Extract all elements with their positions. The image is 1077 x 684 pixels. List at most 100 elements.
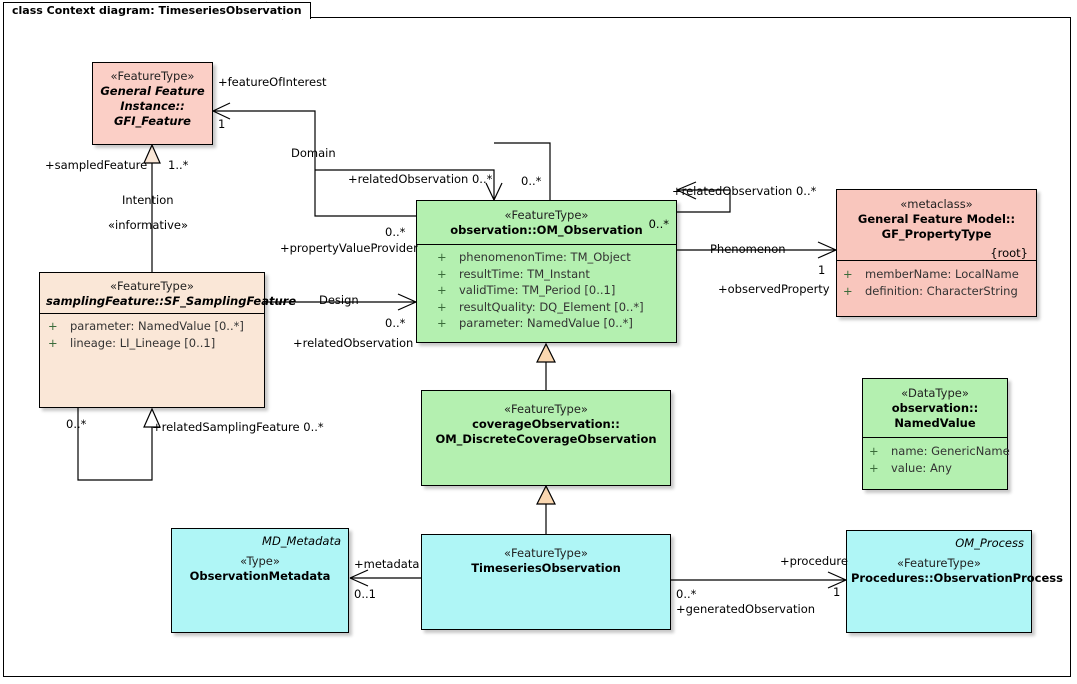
visibility-marker: + [437,316,447,330]
class-name-line-2: GF_PropertyType [881,227,992,241]
attribute-row: + name: GenericName [869,443,1010,460]
class-name: TimeseriesObservation [471,561,621,575]
class-stereotype: «FeatureType» [110,279,194,293]
class-stereotype: «FeatureType» [897,556,981,570]
class-stereotype: «FeatureType» [110,69,195,83]
class-stereotype: «metaclass» [900,197,973,211]
attribute-row: + resultQuality: DQ_Element [0..*] [437,299,674,316]
visibility-marker: + [437,266,447,281]
visibility-marker: + [437,250,447,264]
class-name-line-2: NamedValue [894,416,976,430]
class-attributes: + parameter: NamedValue [0..*] + lineage: … [40,313,264,355]
label-phenomenon-multiplicity: 1 [818,263,826,277]
class-observationmetadata[interactable]: MD_Metadata «Type» ObservationMetadata [171,528,349,633]
attribute-row: + phenomenonTime: TM_Object [437,249,674,266]
diagram-title: class Context diagram: TimeseriesObserva… [12,4,302,17]
class-observationprocess[interactable]: OM_Process «FeatureType» Procedures::Obs… [846,530,1063,633]
attribute-text: resultTime: TM_Instant [459,266,590,281]
label-generated-observation-multiplicity: 0..* [676,587,697,601]
attribute-row: + resultTime: TM_Instant [437,266,674,283]
class-tag-name: OM_Process [955,536,1024,550]
attribute-row: + parameter: NamedValue [0..*] [437,315,674,332]
label-domain: Domain [291,146,336,160]
label-self-multiplicity-top: 0..* [521,174,542,188]
attribute-row: + value: Any [869,460,1005,477]
class-name-line-1: General Feature Model:: [857,212,1016,226]
label-metadata-multiplicity: 0..1 [354,587,376,601]
class-stereotype: «Type» [240,554,280,568]
root-marker: {root} [990,246,1028,260]
class-name: samplingFeature::SF_SamplingFeature [46,294,297,308]
class-om-observation[interactable]: «FeatureType» observation::OM_Observatio… [416,200,677,343]
class-namedvalue[interactable]: «DataType» observation:: NamedValue + nam… [862,378,1010,490]
label-design-multiplicity: 0..* [385,316,406,330]
attribute-row: + memberName: LocalName [843,266,1034,283]
attribute-text: memberName: LocalName [865,267,1019,281]
attribute-text: phenomenonTime: TM_Object [459,250,631,264]
visibility-marker: + [869,460,879,475]
diagram-frame [3,17,1071,677]
attribute-text: validTime: TM_Period [0..1] [459,283,616,297]
visibility-marker: + [843,267,853,281]
attribute-row: + validTime: TM_Period [0..1] [437,282,674,299]
class-name: ObservationMetadata [189,569,331,583]
class-name-line-1: observation:: [891,401,979,415]
label-procedure: +procedure [780,554,848,568]
label-feature-of-interest: +featureOfInterest [218,75,327,89]
class-attributes: + memberName: LocalName + definition: Char… [837,260,1036,303]
label-foi-multiplicity: 1 [218,117,226,131]
class-name-line-1: General Feature [100,84,205,98]
label-metadata: +metadata [354,557,420,571]
class-attributes: + phenomenonTime: TM_Object + resultTime: … [417,244,676,336]
label-procedure-multiplicity: 1 [833,585,841,599]
visibility-marker: + [48,335,58,350]
class-tag-name: MD_Metadata [262,534,341,548]
label-intention: Intention [122,193,174,207]
class-stereotype: «FeatureType» [504,208,589,222]
class-name-line-2: OM_DiscreteCoverageObservation [435,432,657,446]
visibility-marker: + [437,283,447,297]
class-name-line-1: coverageObservation:: [472,417,620,431]
label-observed-property: +observedProperty [718,282,830,296]
label-sf-self-multiplicity: 0..* [66,417,87,431]
label-phenomenon: Phenomenon [710,242,786,256]
corner-multiplicity: 0..* [648,217,669,231]
class-om-discretecoverageobservation[interactable]: «FeatureType» coverageObservation:: OM_D… [421,390,671,486]
class-gfi-feature[interactable]: «FeatureType» General Feature Instance::… [92,62,213,145]
label-related-observation-design: +relatedObservation [293,336,414,350]
attribute-text: parameter: NamedValue [0..*] [459,316,633,330]
attribute-text: lineage: LI_Lineage [0..1] [70,335,216,350]
class-name-line-2: Instance:: [120,99,185,113]
attribute-text: value: Any [891,460,952,475]
label-generated-observation: +generatedObservation [676,602,816,616]
attribute-row: + parameter: NamedValue [0..*] [48,318,262,335]
label-pvp-multiplicity: 0..* [385,225,406,239]
attribute-text: parameter: NamedValue [0..*] [70,319,244,333]
visibility-marker: + [843,283,853,298]
attribute-row: + definition: CharacterString [843,283,1034,300]
class-name-line-3: GFI_Feature [113,114,191,128]
attribute-text: name: GenericName [891,444,1010,458]
attribute-text: resultQuality: DQ_Element [0..*] [459,299,644,314]
visibility-marker: + [48,319,58,333]
class-timeseriesobservation[interactable]: «FeatureType» TimeseriesObservation [421,534,671,630]
label-design: Design [319,293,359,307]
class-name: observation::OM_Observation [450,223,643,237]
class-stereotype: «FeatureType» [504,546,588,560]
class-stereotype: «DataType» [901,386,969,400]
class-attributes: + name: GenericName + value: Any [863,437,1010,480]
label-informative: «informative» [108,218,189,232]
attribute-text: definition: CharacterString [865,283,1018,298]
class-gf-propertytype[interactable]: «metaclass» General Feature Model:: GF_P… [836,189,1037,317]
label-related-observation-right: +relatedObservation 0..* [672,184,817,198]
class-stereotype: «FeatureType» [504,402,588,416]
visibility-marker: + [437,299,447,314]
label-related-sampling-feature: +relatedSamplingFeature 0..* [152,420,324,434]
visibility-marker: + [869,444,879,458]
attribute-row: + lineage: LI_Lineage [0..1] [48,335,262,352]
class-sf-samplingfeature[interactable]: «FeatureType» samplingFeature::SF_Sampli… [39,272,297,408]
label-sampled-feature: +sampledFeature [45,158,148,172]
class-name: Procedures::ObservationProcess [851,571,1063,585]
